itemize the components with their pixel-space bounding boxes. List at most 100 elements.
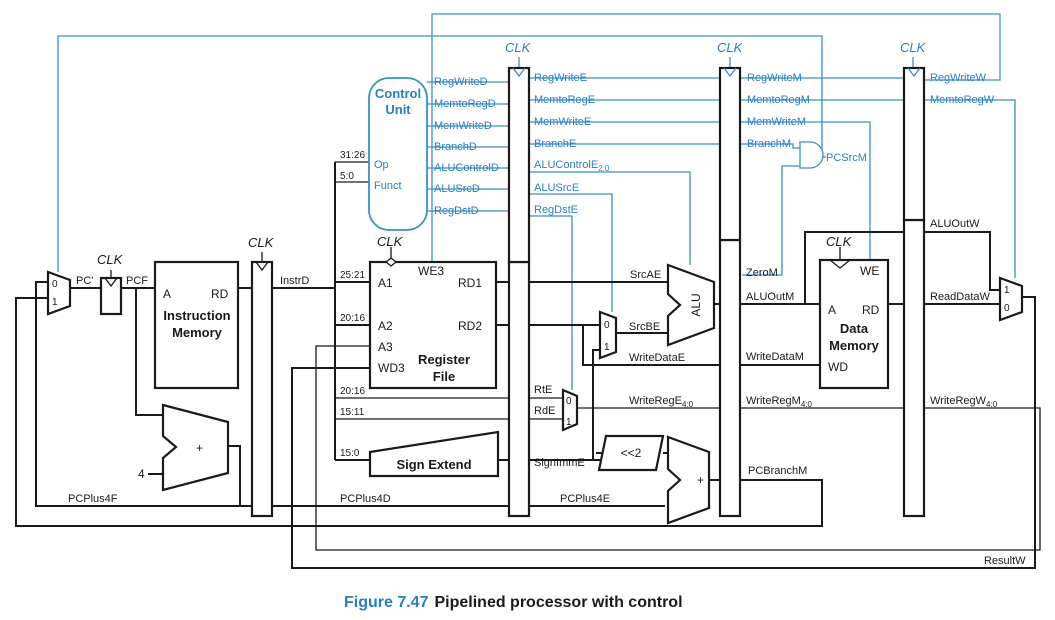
svg-text:Data: Data	[840, 321, 869, 336]
register-file: WE3 A1 RD1 A2 RD2 A3 WD3 Register File	[368, 257, 498, 390]
clock-labels: CLK CLK CLK CLK CLK CLK CLK	[97, 40, 927, 267]
svg-text:PCPlus4D: PCPlus4D	[340, 493, 391, 505]
svg-text:ALUControlD: ALUControlD	[434, 162, 499, 174]
srcb-mux: 0 1	[598, 310, 618, 360]
svg-text:ALUSrcE: ALUSrcE	[534, 182, 579, 194]
svg-text:WriteDataM: WriteDataM	[746, 351, 804, 363]
svg-text:ALUOutW: ALUOutW	[930, 218, 980, 230]
svg-text:WE3: WE3	[418, 264, 444, 278]
svg-text:20:16: 20:16	[340, 386, 365, 397]
svg-text:Unit: Unit	[385, 102, 411, 117]
svg-text:InstrD: InstrD	[280, 275, 309, 287]
branch-adder: +	[666, 435, 711, 525]
svg-text:0: 0	[52, 279, 58, 290]
svg-text:WriteRegE4:0: WriteRegE4:0	[629, 395, 694, 409]
svg-text:MemtoRegE: MemtoRegE	[534, 94, 595, 106]
clk-decode: CLK	[248, 235, 275, 250]
svg-text:MemWriteE: MemWriteE	[534, 116, 591, 128]
svg-text:PCF: PCF	[126, 275, 148, 287]
clk-writeback: CLK	[900, 40, 927, 55]
svg-text:4: 4	[138, 467, 145, 481]
svg-text:BranchM: BranchM	[747, 138, 791, 150]
svg-text:MemWriteM: MemWriteM	[747, 116, 806, 128]
svg-text:ALUOutM: ALUOutM	[746, 291, 794, 303]
svg-text:WriteRegW4:0: WriteRegW4:0	[930, 395, 998, 409]
svg-text:RD1: RD1	[458, 276, 482, 290]
svg-text:1: 1	[1004, 285, 1010, 296]
svg-text:Op: Op	[374, 159, 389, 171]
svg-text:<<2: <<2	[621, 446, 642, 460]
clk-memory: CLK	[717, 40, 744, 55]
pc-plus4-adder: + 4	[138, 403, 230, 492]
svg-text:20:16: 20:16	[340, 313, 365, 324]
svg-text:RegWriteM: RegWriteM	[747, 72, 802, 84]
svg-text:1: 1	[566, 417, 572, 428]
svg-text:WriteRegM4:0: WriteRegM4:0	[746, 395, 812, 409]
svg-text:A1: A1	[378, 276, 393, 290]
writeback-pipeline-register	[902, 66, 926, 518]
svg-text:RegDstD: RegDstD	[434, 205, 479, 217]
svg-text:WD: WD	[828, 360, 848, 374]
svg-text:Control: Control	[375, 86, 421, 101]
branch-and-gate	[799, 141, 826, 169]
clk-regfile: CLK	[377, 234, 404, 249]
svg-text:RtE: RtE	[534, 384, 552, 396]
pc-mux: 0 1	[46, 270, 72, 316]
clk-datamem: CLK	[826, 234, 853, 249]
svg-text:31:26: 31:26	[340, 150, 365, 161]
svg-text:MemtoRegM: MemtoRegM	[747, 94, 810, 106]
svg-text:MemWriteD: MemWriteD	[434, 120, 492, 132]
svg-text:WriteDataE: WriteDataE	[629, 352, 685, 364]
figure-caption: Figure 7.47 Pipelined processor with cont…	[344, 594, 683, 612]
svg-text:ZeroM: ZeroM	[746, 267, 778, 279]
decode-pipeline-register	[250, 260, 274, 518]
svg-text:BranchD: BranchD	[434, 141, 477, 153]
svg-text:RegWriteW: RegWriteW	[930, 72, 987, 84]
alu: ALU	[666, 263, 716, 347]
pc-register	[99, 276, 123, 316]
svg-text:BranchE: BranchE	[534, 138, 576, 150]
svg-text:WE: WE	[860, 264, 879, 278]
svg-text:Memory: Memory	[172, 325, 223, 340]
svg-text:1: 1	[604, 342, 610, 353]
result-mux: 1 0	[998, 276, 1024, 322]
svg-text:WD3: WD3	[378, 361, 405, 375]
control-signal-labels: RegWriteD MemtoRegD MemWriteD BranchD AL…	[434, 72, 995, 217]
svg-text:15:0: 15:0	[340, 448, 360, 459]
svg-text:PC': PC'	[76, 275, 93, 287]
svg-text:A: A	[163, 287, 171, 301]
svg-text:PCSrcM: PCSrcM	[826, 152, 867, 164]
svg-text:1: 1	[52, 297, 58, 308]
clk-pc: CLK	[97, 252, 124, 267]
svg-text:SrcAE: SrcAE	[630, 269, 661, 281]
figure-title: Pipelined processor with control	[434, 594, 683, 611]
svg-text:ResultW: ResultW	[984, 555, 1026, 567]
svg-text:File: File	[433, 369, 455, 384]
sign-extend: Sign Extend	[368, 430, 500, 478]
svg-text:RD2: RD2	[458, 319, 482, 333]
svg-text:PCPlus4E: PCPlus4E	[560, 493, 610, 505]
svg-text:MemtoRegD: MemtoRegD	[434, 98, 496, 110]
figure-number: Figure 7.47	[344, 594, 429, 611]
svg-text:Sign Extend: Sign Extend	[396, 457, 471, 472]
shift-left-2: <<2	[597, 434, 665, 472]
svg-text:ALUSrcD: ALUSrcD	[434, 183, 480, 195]
svg-text:0: 0	[566, 396, 572, 407]
svg-text:SignImmE: SignImmE	[534, 457, 585, 469]
svg-text:ALU: ALU	[689, 293, 703, 316]
svg-text:RegWriteE: RegWriteE	[534, 72, 587, 84]
svg-text:ALUControlE2:0: ALUControlE2:0	[534, 159, 610, 173]
svg-text:Memory: Memory	[829, 338, 880, 353]
svg-text:Instruction: Instruction	[163, 308, 230, 323]
svg-text:+: +	[697, 473, 704, 487]
svg-text:+: +	[196, 441, 203, 455]
clk-execute: CLK	[505, 40, 532, 55]
data-memory: WE A RD WD Data Memory	[818, 258, 890, 390]
svg-text:Funct: Funct	[374, 180, 402, 192]
svg-text:0: 0	[1004, 303, 1010, 314]
svg-text:RegDstE: RegDstE	[534, 204, 578, 216]
regdst-mux: 0 1	[561, 388, 579, 432]
svg-text:RdE: RdE	[534, 405, 555, 417]
memory-pipeline-register	[718, 66, 742, 518]
svg-text:RegWriteD: RegWriteD	[434, 76, 488, 88]
